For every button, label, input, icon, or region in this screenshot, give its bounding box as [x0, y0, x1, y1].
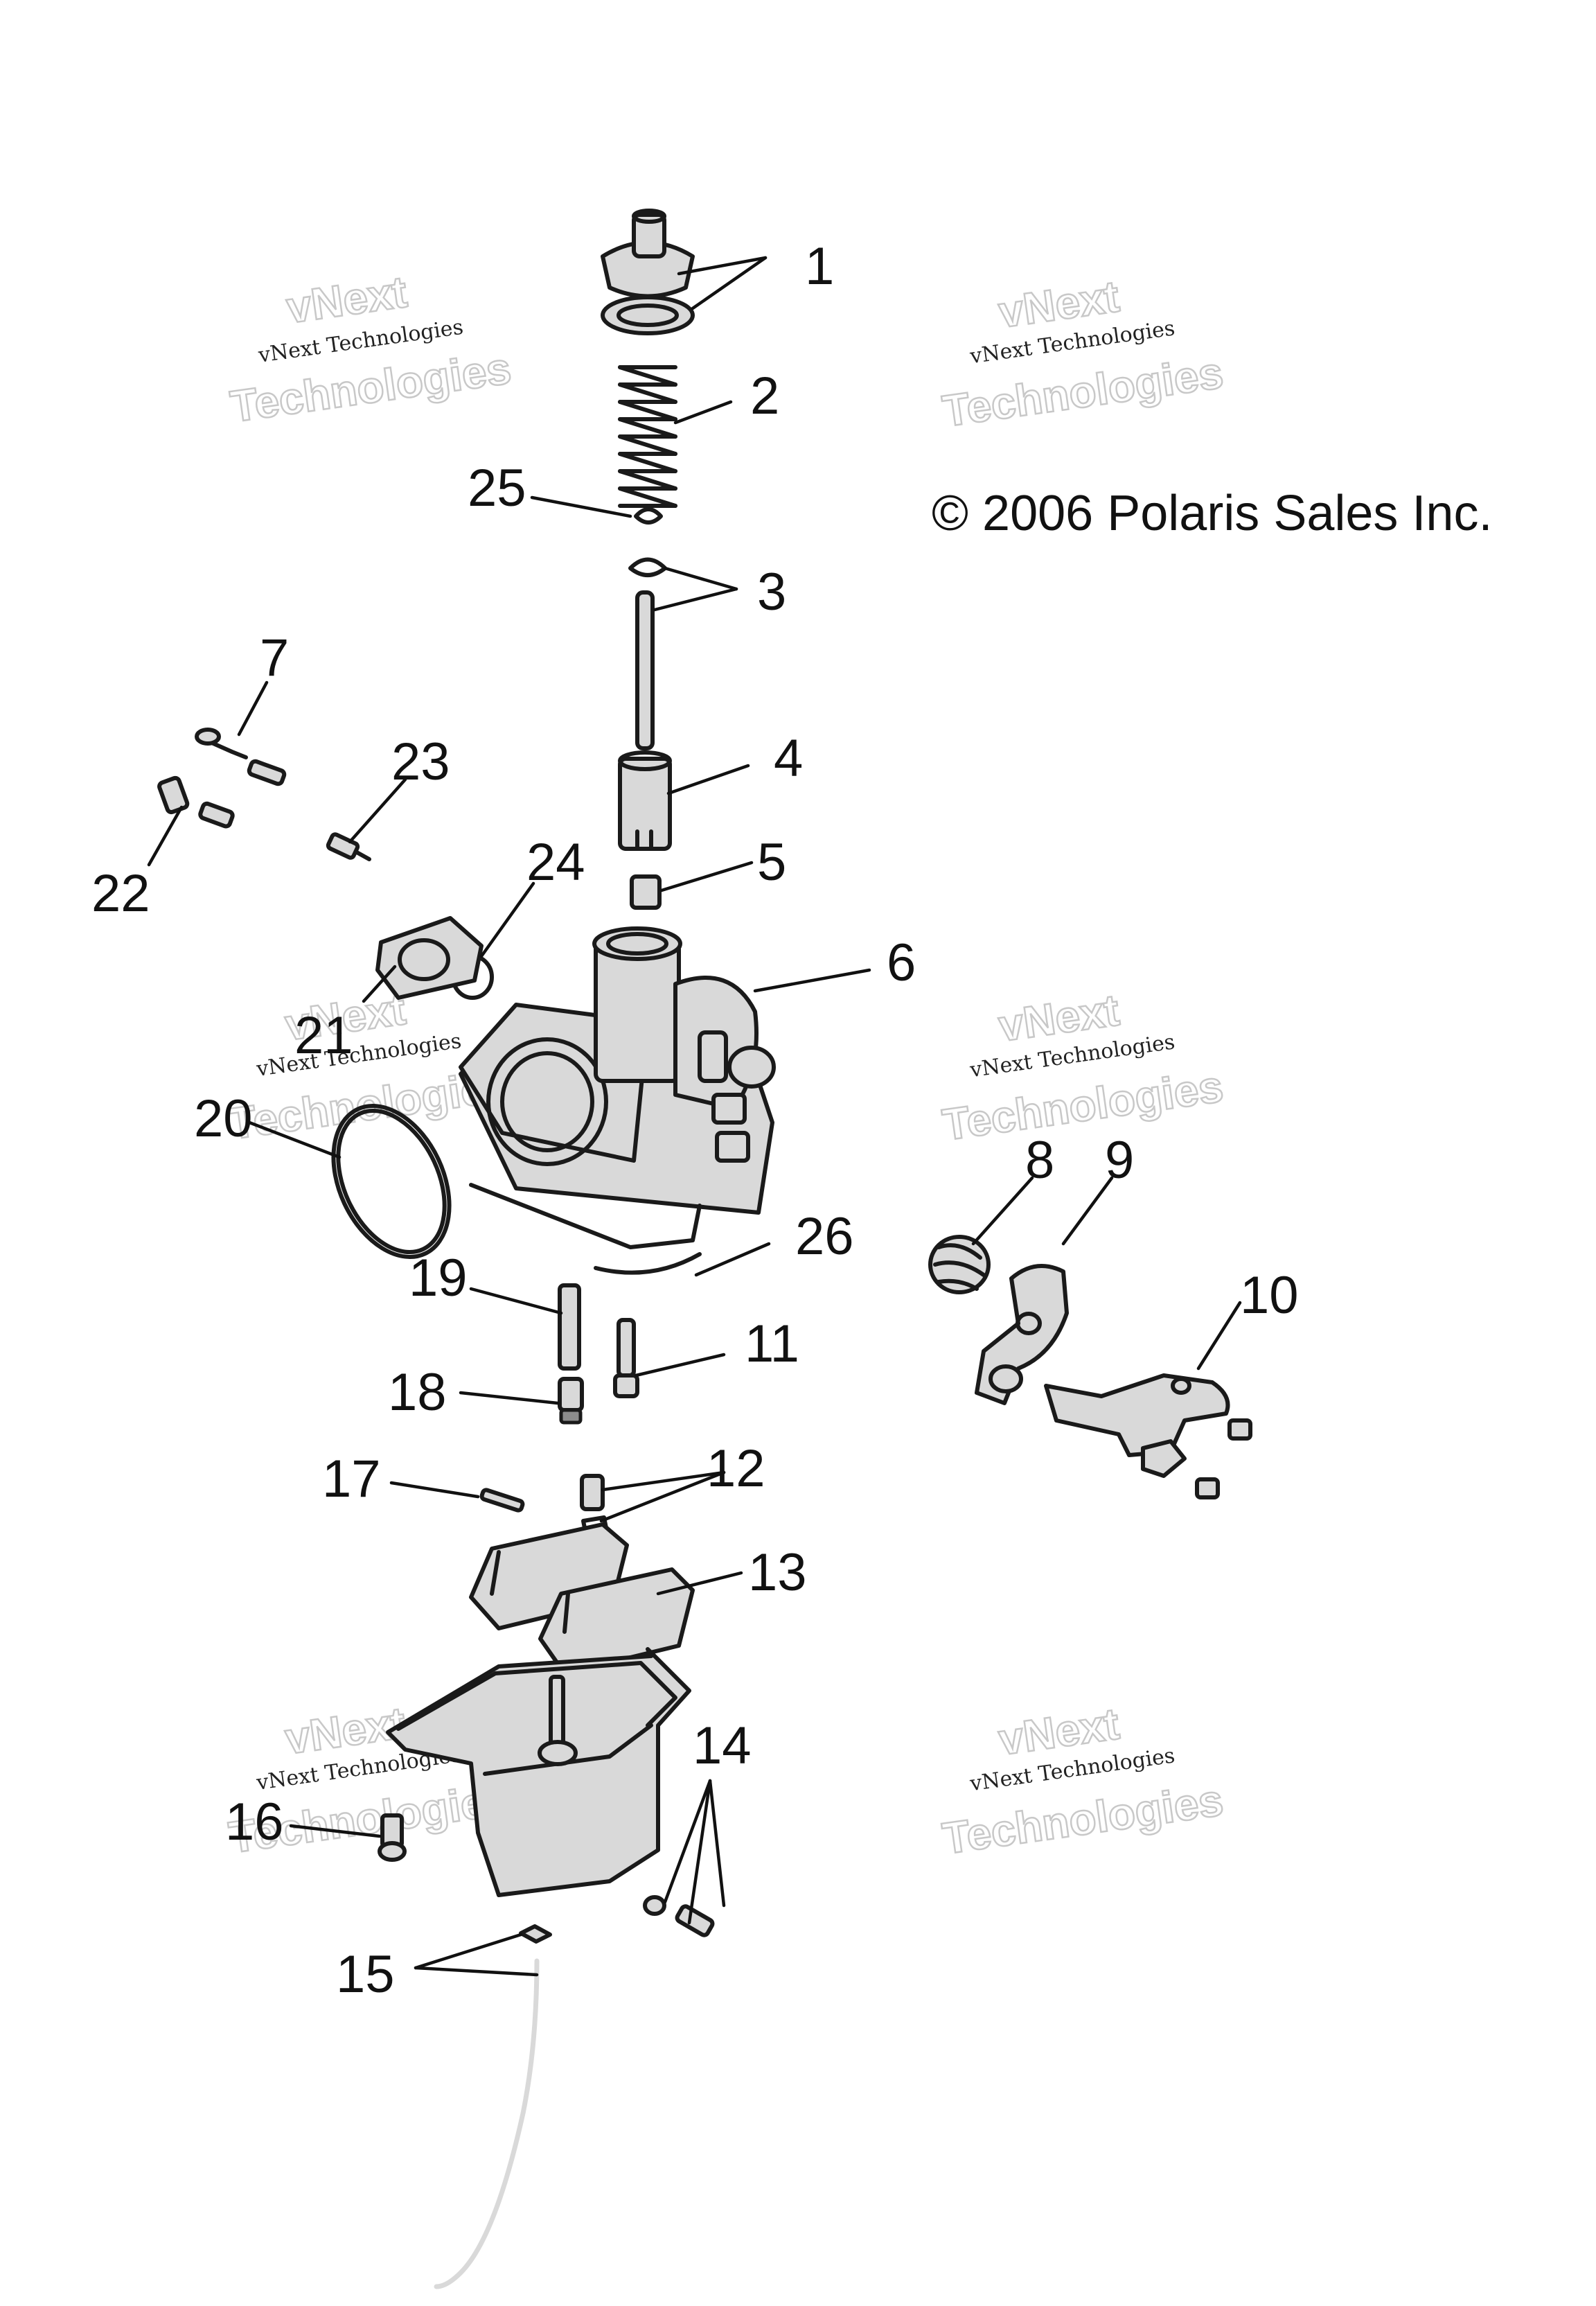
- part-3-jet-needle: [628, 557, 667, 750]
- callout-1: 1: [805, 237, 834, 296]
- callout-5: 5: [757, 833, 786, 892]
- part-10-bracket: [1044, 1373, 1252, 1499]
- part-9-throttle-lever: [975, 1264, 1069, 1405]
- callout-11: 11: [745, 1314, 799, 1373]
- part-5-needle-jet: [630, 874, 662, 910]
- part-23-screw: [326, 832, 371, 861]
- copyright-notice: © 2006 Polaris Sales Inc.: [932, 486, 1492, 541]
- callout-13: 13: [748, 1543, 807, 1602]
- part-22-pilot-screw: [157, 775, 235, 829]
- callout-12: 12: [707, 1439, 765, 1498]
- callout-14: 14: [693, 1716, 752, 1775]
- callout-26: 26: [795, 1207, 854, 1266]
- part-7-air-screw: [195, 728, 287, 786]
- callout-23: 23: [391, 732, 450, 791]
- callout-15: 15: [336, 1945, 395, 2004]
- callout-16: 16: [225, 1793, 284, 1851]
- float-bowl: [386, 1647, 691, 1897]
- part-13-float: [469, 1522, 695, 1675]
- part-16-screw: [378, 1813, 407, 1862]
- callout-2: 2: [750, 367, 779, 425]
- part-2-spring: [618, 365, 677, 508]
- callout-7: 7: [260, 628, 289, 687]
- callout-19: 19: [409, 1249, 468, 1308]
- callout-4: 4: [774, 729, 803, 788]
- part-21-insulator: [375, 916, 484, 1000]
- callout-9: 9: [1105, 1131, 1134, 1190]
- callout-17: 17: [322, 1450, 381, 1508]
- leader-lines: [147, 256, 1242, 1977]
- svg-text:vNext: vNext: [283, 267, 410, 333]
- part-19-jet-holder: [558, 1283, 581, 1371]
- callout-6: 6: [887, 933, 916, 992]
- callout-22: 22: [91, 864, 150, 923]
- part-6-carburetor-body: [459, 926, 776, 1275]
- watermark-middle-right: vNext Technologies vNext Technologies: [939, 984, 1227, 1151]
- callout-24: 24: [526, 833, 585, 892]
- watermark-top-left: vNext Technologies vNext Technologies: [227, 265, 515, 432]
- callout-10: 10: [1240, 1266, 1299, 1325]
- part-14-drain-screw: [643, 1895, 715, 1937]
- callout-8: 8: [1025, 1131, 1054, 1190]
- part-18-main-jet: [558, 1377, 584, 1425]
- part-25-clip: [634, 507, 663, 525]
- watermark-top-right: vNext Technologies vNext Technologies: [939, 270, 1227, 437]
- part-11-pilot-jet: [613, 1318, 639, 1398]
- callout-20: 20: [194, 1089, 253, 1148]
- watermark-bottom-right: vNext Technologies vNext Technologies: [939, 1698, 1227, 1865]
- callout-21: 21: [294, 1006, 353, 1065]
- callout-3: 3: [757, 563, 786, 622]
- part-1-cap-and-washer: [601, 209, 695, 335]
- part-15-drain-hose: [434, 1924, 552, 2289]
- part-8-throttle-spring: [928, 1235, 991, 1294]
- part-4-throttle-valve: [618, 750, 672, 851]
- part-17-float-pin: [479, 1488, 525, 1513]
- callout-25: 25: [468, 459, 526, 518]
- part-20-o-ring: [331, 1104, 452, 1259]
- callout-labels: 1 2 25 3 4 5 6 7 23 22 24 21 20 8 9 26 1…: [91, 237, 1299, 2004]
- callout-18: 18: [388, 1363, 447, 1422]
